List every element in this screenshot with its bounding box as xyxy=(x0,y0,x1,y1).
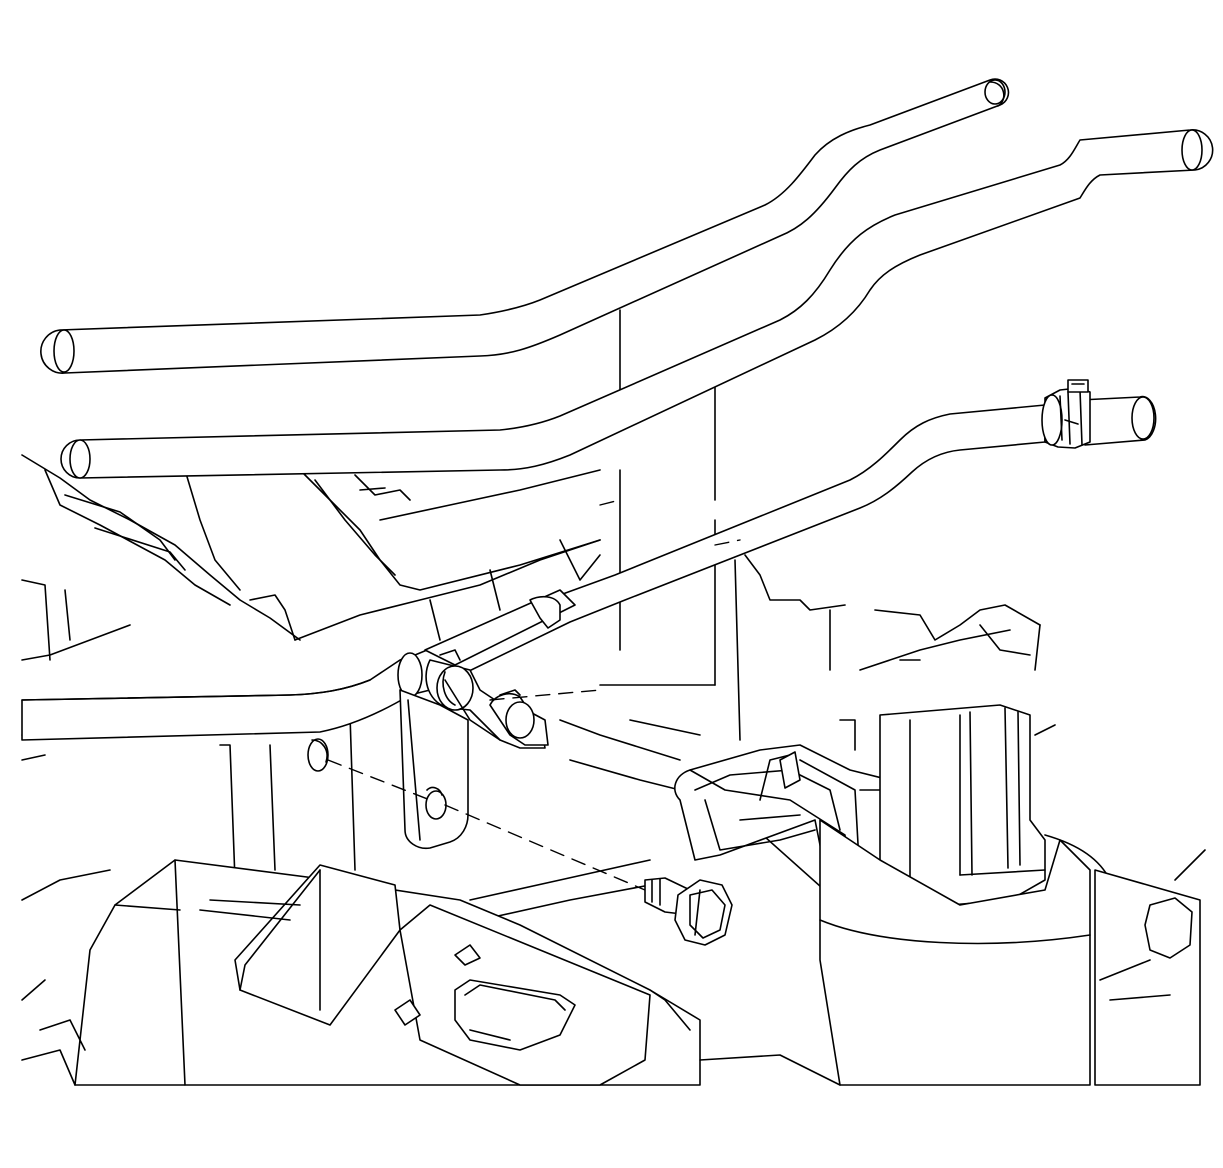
component-housing xyxy=(819,704,1206,1086)
mounting-bracket xyxy=(307,689,469,850)
alignment-lines xyxy=(327,499,741,891)
double-pipe-clip xyxy=(397,589,576,749)
bolt xyxy=(644,877,733,946)
hose-clamp xyxy=(1041,379,1091,449)
upper-hose-pair xyxy=(40,78,1214,479)
lower-module xyxy=(21,859,841,1086)
background-structure xyxy=(21,309,1041,1001)
